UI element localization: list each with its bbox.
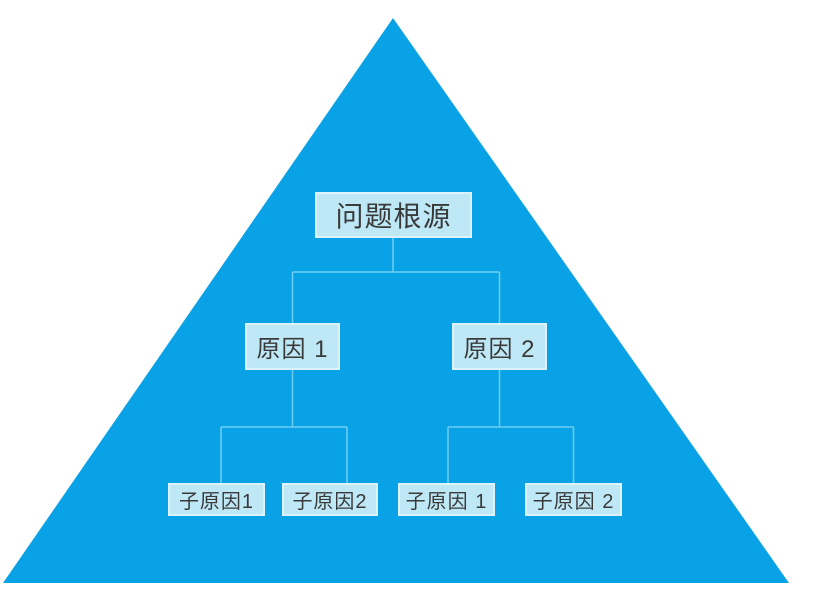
node-subcause-2-1: 子原因 1 — [398, 483, 495, 516]
node-problem-root: 问题根源 — [315, 192, 472, 238]
node-subcause-1-1: 子原因1 — [168, 483, 265, 516]
node-cause-2: 原因 2 — [452, 323, 547, 370]
connector-cause2-to-subcauses — [447, 370, 575, 483]
node-cause-1: 原因 1 — [245, 323, 340, 370]
connector-root-to-causes — [291, 238, 501, 323]
node-subcause-2-2: 子原因 2 — [525, 483, 622, 516]
node-subcause-1-2: 子原因2 — [282, 483, 378, 516]
pyramid-triangle — [3, 18, 789, 583]
connector-cause1-to-subcauses — [220, 370, 348, 483]
connector-lines-group — [220, 238, 575, 483]
